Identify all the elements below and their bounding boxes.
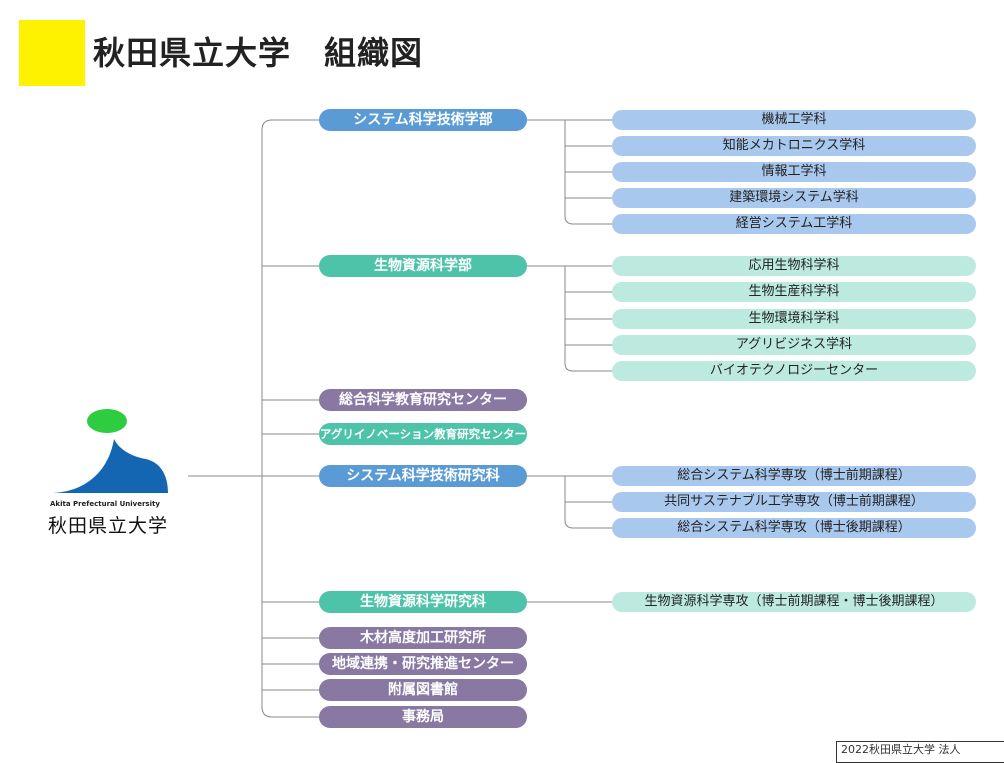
unit-box: システム科学技術研究科	[319, 465, 527, 487]
department-box: 機械工学科	[612, 110, 976, 130]
department-box: アグリビジネス学科	[612, 335, 976, 355]
department-box: 建築環境システム学科	[612, 188, 976, 208]
logo-english-name: Akita Prefectural University	[50, 500, 160, 508]
department-box: バイオテクノロジーセンター	[612, 361, 976, 381]
unit-box: 生物資源科学部	[319, 255, 527, 277]
dept-stem-connector	[564, 120, 612, 225]
title-accent-square	[19, 20, 85, 86]
department-box: 知能メカトロニクス学科	[612, 136, 976, 156]
logo-blue-swoosh	[50, 439, 168, 493]
footer-note: 2022秋田県立大学 法人	[836, 741, 1004, 763]
logo-japanese-name: 秋田県立大学	[48, 515, 169, 537]
university-logo-icon	[50, 409, 168, 493]
department-box: 情報工学科	[612, 162, 976, 182]
unit-box: 附属図書館	[319, 679, 527, 701]
department-box: 総合システム科学専攻（博士前期課程）	[612, 466, 976, 486]
department-box: 応用生物科学科	[612, 256, 976, 276]
department-box: 生物資源科学専攻（博士前期課程・博士後期課程）	[612, 592, 976, 612]
unit-box: アグリイノベーション教育研究センター	[319, 423, 527, 445]
logo-green-dot	[87, 409, 127, 433]
unit-box: システム科学技術学部	[319, 109, 527, 131]
dept-stem-connector	[564, 476, 612, 529]
spine-connector	[261, 119, 319, 718]
dept-stem-connector	[564, 266, 612, 372]
department-box: 総合システム科学専攻（博士後期課程）	[612, 518, 976, 538]
unit-box: 事務局	[319, 706, 527, 728]
unit-box: 総合科学教育研究センター	[319, 389, 527, 411]
department-box: 生物環境科学科	[612, 309, 976, 329]
unit-box: 地域連携・研究推進センター	[319, 653, 527, 675]
department-box: 経営システム工学科	[612, 214, 976, 234]
unit-box: 木材高度加工研究所	[319, 627, 527, 649]
unit-box: 生物資源科学研究科	[319, 591, 527, 613]
department-box: 共同サステナブル工学専攻（博士前期課程）	[612, 492, 976, 512]
department-box: 生物生産科学科	[612, 282, 976, 302]
page-title: 秋田県立大学 組織図	[93, 34, 424, 72]
